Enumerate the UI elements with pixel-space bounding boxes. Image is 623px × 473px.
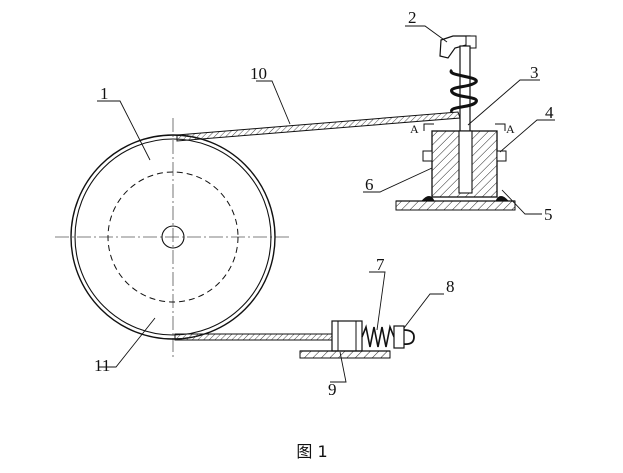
tensioner-assembly bbox=[299, 320, 415, 359]
center-lines bbox=[55, 118, 292, 358]
part-label-3: 3 bbox=[530, 63, 539, 82]
part-label-6: 6 bbox=[365, 175, 374, 194]
part-label-1: 1 bbox=[100, 84, 109, 103]
part-label-11: 11 bbox=[94, 356, 110, 375]
part-label-2: 2 bbox=[408, 8, 417, 27]
large-wheel bbox=[70, 134, 276, 340]
part-label-10: 10 bbox=[250, 64, 267, 83]
part-label-8: 8 bbox=[446, 277, 455, 296]
part-label-4: 4 bbox=[545, 103, 554, 122]
section-mark-right: A bbox=[506, 122, 515, 136]
figure-caption: 图 1 bbox=[296, 442, 327, 461]
part-label-5: 5 bbox=[544, 205, 553, 224]
part-label-7: 7 bbox=[376, 255, 385, 274]
part-label-9: 9 bbox=[328, 380, 337, 399]
leader-lines bbox=[97, 25, 555, 383]
section-mark-left: A bbox=[410, 122, 419, 136]
vertical-rod-assembly bbox=[395, 35, 516, 211]
lower-cable bbox=[174, 333, 336, 341]
